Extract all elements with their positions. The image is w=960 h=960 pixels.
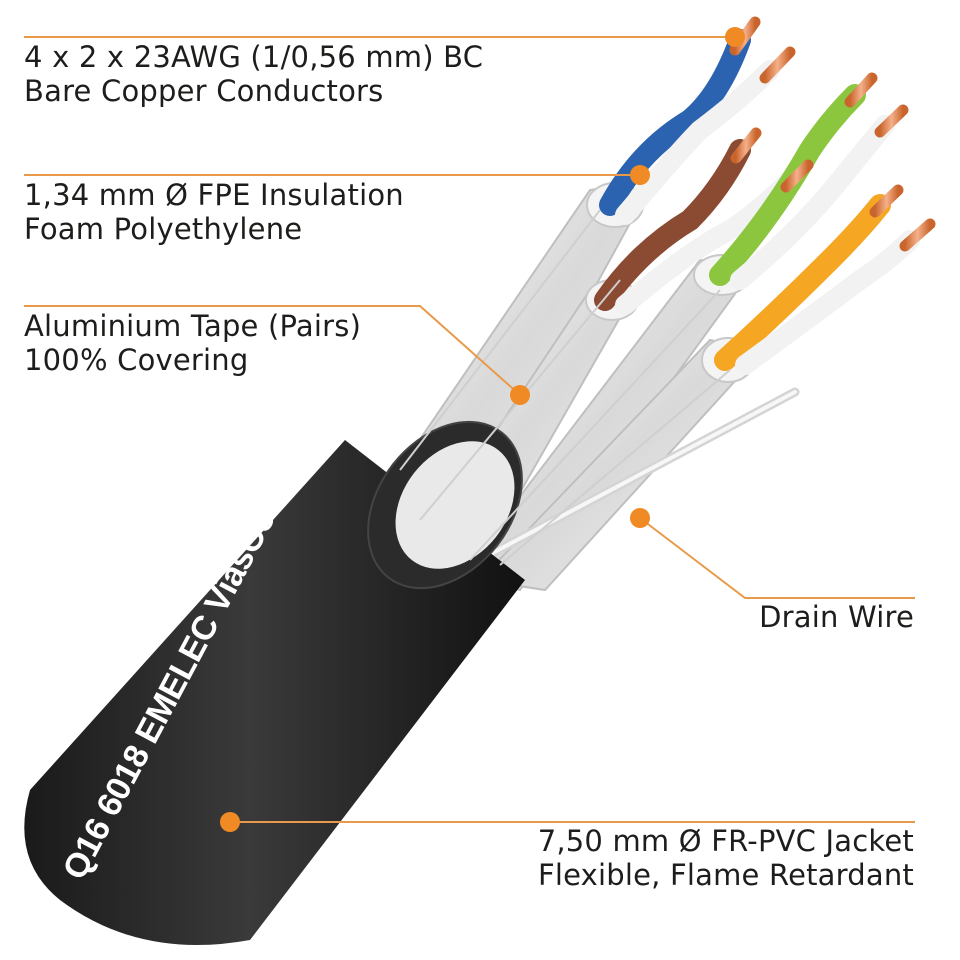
leader-drain [640, 518, 915, 598]
jacket-line2: Flexible, Flame Retardant [538, 858, 914, 892]
dot-insulation [630, 165, 650, 185]
callout-insulation: 1,34 mm Ø FPE Insulation Foam Polyethyle… [24, 178, 404, 246]
dot-jacket [220, 812, 240, 832]
dot-tape [510, 385, 530, 405]
callout-drain: Drain Wire [759, 600, 914, 634]
tape-line2: 100% Covering [24, 343, 361, 377]
dot-drain [630, 508, 650, 528]
callout-conductors: 4 x 2 x 23AWG (1/0,56 mm) BC Bare Copper… [24, 40, 483, 108]
tape-line1: Aluminium Tape (Pairs) [24, 309, 361, 343]
conductors-line1: 4 x 2 x 23AWG (1/0,56 mm) BC [24, 40, 483, 74]
insulation-line2: Foam Polyethylene [24, 212, 404, 246]
drain-line1: Drain Wire [759, 600, 914, 634]
callout-tape: Aluminium Tape (Pairs) 100% Covering [24, 309, 361, 377]
dot-conductors [725, 27, 745, 47]
insulation-line1: 1,34 mm Ø FPE Insulation [24, 178, 404, 212]
jacket-line1: 7,50 mm Ø FR-PVC Jacket [538, 824, 914, 858]
conductors-line2: Bare Copper Conductors [24, 74, 483, 108]
callout-jacket: 7,50 mm Ø FR-PVC Jacket Flexible, Flame … [538, 824, 914, 892]
